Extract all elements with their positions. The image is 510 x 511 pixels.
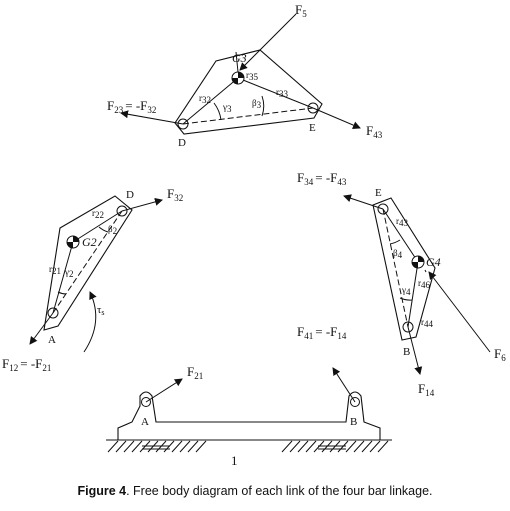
label-b-ground: B <box>350 416 357 428</box>
label-f23: F23= -F32 <box>107 98 156 115</box>
label-g4: G4 <box>426 255 441 269</box>
label-beta2: β2 <box>108 224 117 236</box>
line-ad <box>52 210 123 314</box>
force-f5-arrow <box>239 13 297 71</box>
label-f41: F41= -F14 <box>297 324 347 341</box>
force-f6-arrow <box>428 271 491 353</box>
beta3-arc <box>261 95 265 117</box>
figure-label: Figure 4 <box>77 484 127 498</box>
label-tau: τs <box>97 304 105 317</box>
centroid-g3-icon <box>231 71 245 85</box>
label-r44: r44 <box>421 317 434 329</box>
r22-vector <box>72 210 123 243</box>
r46-vector <box>424 269 427 273</box>
ground-link-1 <box>106 391 392 453</box>
r32-vector <box>182 77 239 125</box>
label-gamma2: γ2 <box>64 267 73 279</box>
force-f32-arrow <box>121 197 163 212</box>
joint-a-link2 <box>47 307 59 319</box>
r33-vector <box>237 77 314 109</box>
label-d-top: D <box>178 137 186 149</box>
r21-vector <box>52 241 74 314</box>
label-f43: F43 <box>366 123 383 140</box>
centroid-g4-icon <box>411 255 425 269</box>
label-f34: F34= -F43 <box>297 170 347 187</box>
joint-d-link3 <box>177 118 189 130</box>
label-r22: r22 <box>92 208 104 220</box>
link-3 <box>174 49 323 135</box>
label-r32: r32 <box>199 93 211 105</box>
label-r46: r46 <box>418 278 431 290</box>
label-b-right: B <box>403 346 410 358</box>
line-eb <box>382 208 409 328</box>
force-f34-arrow <box>343 194 384 210</box>
label-r21: r21 <box>49 264 61 276</box>
force-f43-arrow <box>312 107 361 129</box>
label-f5: F5 <box>295 2 307 19</box>
figure-caption: Figure 4. Free body diagram of each link… <box>0 484 510 498</box>
beta4-arc <box>389 239 401 245</box>
force-f21-arrow <box>145 378 183 403</box>
centroid-g2-icon <box>66 235 80 249</box>
gamma2-arc <box>57 291 67 295</box>
line-de <box>182 107 314 125</box>
r35-vector <box>235 51 239 73</box>
label-ground-1: 1 <box>231 453 238 468</box>
joint-d-link2 <box>116 205 128 217</box>
torque-tau-arrow <box>83 291 97 353</box>
joint-e-link4 <box>377 203 389 215</box>
link-4 <box>372 197 436 341</box>
link-4-body <box>372 197 436 341</box>
force-f41-arrow <box>332 367 356 403</box>
label-g2: G2 <box>82 235 97 249</box>
label-f12: F12= -F21 <box>2 356 51 373</box>
r43-vector <box>382 208 419 263</box>
ground-frame <box>117 391 381 441</box>
label-f21: F21 <box>187 364 203 381</box>
link-3-body <box>174 49 323 135</box>
force-f12-arrow <box>29 312 54 345</box>
gamma4-arc <box>399 297 413 301</box>
joint-a-ground <box>141 397 151 407</box>
link-2 <box>43 195 133 331</box>
label-f14: F14 <box>418 381 435 398</box>
label-gamma4: γ4 <box>401 285 411 297</box>
gamma3-arc <box>213 102 222 121</box>
joint-b-ground <box>350 397 360 407</box>
label-d-left: D <box>126 189 134 201</box>
caption-text: . Free body diagram of each link of the … <box>126 484 433 498</box>
label-r33: r33 <box>276 87 289 99</box>
label-g3: G3 <box>232 51 247 65</box>
label-r43: r43 <box>396 216 409 228</box>
force-f23-arrow <box>120 110 184 125</box>
label-beta3: β3 <box>252 98 262 110</box>
r44-vector <box>407 261 419 328</box>
force-f14-arrow <box>407 326 423 375</box>
label-r35: r35 <box>246 70 259 82</box>
free-body-diagram: F5 G3 r35 r32 r33 γ3 β3 F23= -F32 F43 D … <box>2 2 506 468</box>
label-e-right: E <box>375 187 382 199</box>
label-beta4: β4 <box>393 248 403 260</box>
label-f32: F32 <box>167 186 183 203</box>
label-e-top: E <box>309 122 316 134</box>
label-f6: F6 <box>494 346 506 363</box>
label-gamma3: γ3 <box>222 102 232 114</box>
ground-hatch <box>107 440 389 453</box>
beta2-arc <box>98 226 109 233</box>
joint-b-link4 <box>402 321 414 333</box>
joint-e-link3 <box>307 102 319 114</box>
label-a-ground: A <box>141 416 149 428</box>
label-a-left: A <box>48 334 56 346</box>
